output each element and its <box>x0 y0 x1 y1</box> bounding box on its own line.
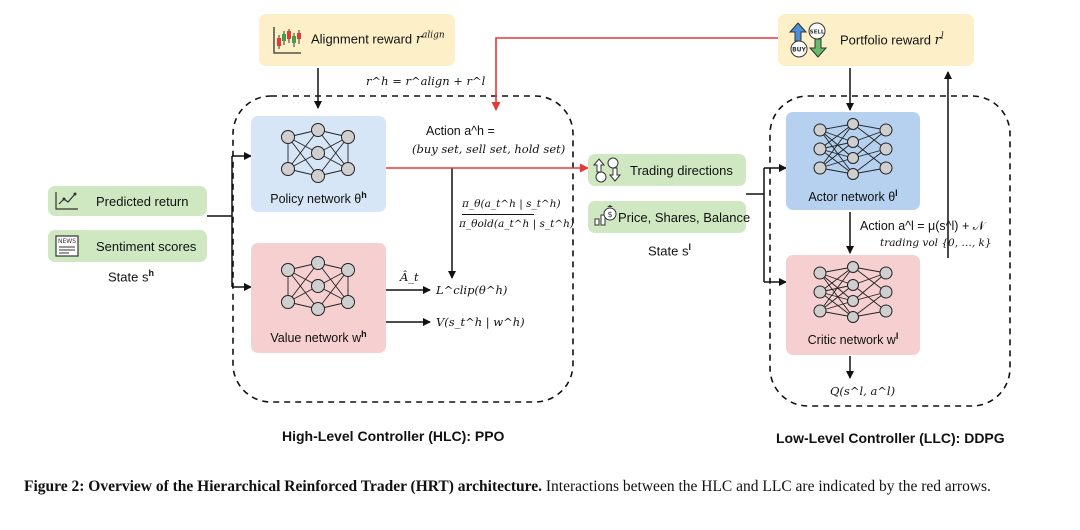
portfolio-reward-box: BUY SELL Portfolio reward rl <box>778 14 974 66</box>
llc-trading-volume: trading vol {0, …, k} <box>880 237 992 249</box>
critic-network-label: Critic network wl <box>807 331 899 348</box>
neural-network-icon <box>813 118 893 180</box>
svg-text:$: $ <box>607 210 612 219</box>
clip-loss-label: L^clip(θ^h) <box>436 283 508 297</box>
alignment-reward-label: Alignment reward ralign <box>311 31 445 48</box>
figure-caption: Figure 2: Overview of the Hierarchical R… <box>24 476 1064 498</box>
ratio-denominator: π_θold(a_t^h | s_t^h) <box>459 218 574 230</box>
neural-network-icon <box>281 123 355 183</box>
value-network-label: Value network wh <box>270 329 367 346</box>
caption-text: Interactions between the HLC and LLC are… <box>542 478 991 495</box>
arrow-state-branch <box>207 156 233 287</box>
trading-directions-box: Trading directions <box>588 154 746 186</box>
trading-directions-label: Trading directions <box>630 163 733 178</box>
actor-network-box: Actor network θl <box>786 112 920 210</box>
portfolio-reward-label: Portfolio reward rl <box>840 32 944 49</box>
hlc-title: High-Level Controller (HLC): PPO <box>282 428 505 444</box>
svg-text:SELL: SELL <box>810 30 825 36</box>
llc-title: Low-Level Controller (LLC): DDPG <box>776 430 1005 446</box>
sentiment-scores-label: Sentiment scores <box>96 239 197 254</box>
llc-region <box>769 95 1011 407</box>
critic-network-box: Critic network wl <box>786 255 920 355</box>
ratio-fraction-bar <box>462 214 534 215</box>
predicted-return-label: Predicted return <box>96 194 189 209</box>
sentiment-scores-box: NEWS Sentiment scores <box>48 230 207 262</box>
candlestick-chart-icon <box>273 27 301 54</box>
buy-sell-icon: BUY SELL <box>788 22 828 58</box>
value-function-label: V(s_t^h | w^h) <box>436 315 525 329</box>
llc-action-label: Action a^l = μ(s^l) + 𝒩 <box>860 219 985 233</box>
money-growth-icon: $ <box>594 205 617 226</box>
hlc-region <box>232 95 574 403</box>
hlc-action-sets: (buy set, sell set, hold set) <box>412 142 566 156</box>
arrow-llc-state-branch <box>746 168 765 282</box>
caption-bold: Figure 2: Overview of the Hierarchical R… <box>24 478 543 495</box>
hlc-state-label: State sh <box>108 268 154 285</box>
llc-state-label: State sl <box>648 242 691 259</box>
neural-network-icon <box>813 261 893 323</box>
neural-network-icon <box>281 256 355 316</box>
price-shares-balance-label: Price, Shares, Balance <box>618 210 751 225</box>
alignment-reward-box: Alignment reward ralign <box>259 14 455 66</box>
svg-text:BUY: BUY <box>792 47 806 54</box>
trend-chart-icon <box>55 192 78 210</box>
newspaper-icon: NEWS <box>55 235 79 257</box>
actor-network-label: Actor network θl <box>808 188 898 205</box>
ratio-numerator: π_θ(a_t^h | s_t^h) <box>462 198 561 210</box>
value-network-box: Value network wh <box>251 243 386 353</box>
predicted-return-box: Predicted return <box>48 186 207 216</box>
policy-network-box: Policy network θh <box>251 116 386 212</box>
reward-combination: r^h = r^align + r^l <box>366 74 486 88</box>
price-shares-balance-box: $ Price, Shares, Balance <box>588 201 750 233</box>
svg-text:NEWS: NEWS <box>58 238 76 245</box>
hlc-action-label: Action a^h = <box>426 124 495 138</box>
q-value-label: Q(s^l, a^l) <box>830 384 896 398</box>
buy-sell-icon <box>593 157 621 183</box>
policy-network-label: Policy network θh <box>270 190 367 207</box>
red-arrow-portfolio-to-action <box>491 37 778 111</box>
advantage-label: Â_t <box>400 270 419 284</box>
